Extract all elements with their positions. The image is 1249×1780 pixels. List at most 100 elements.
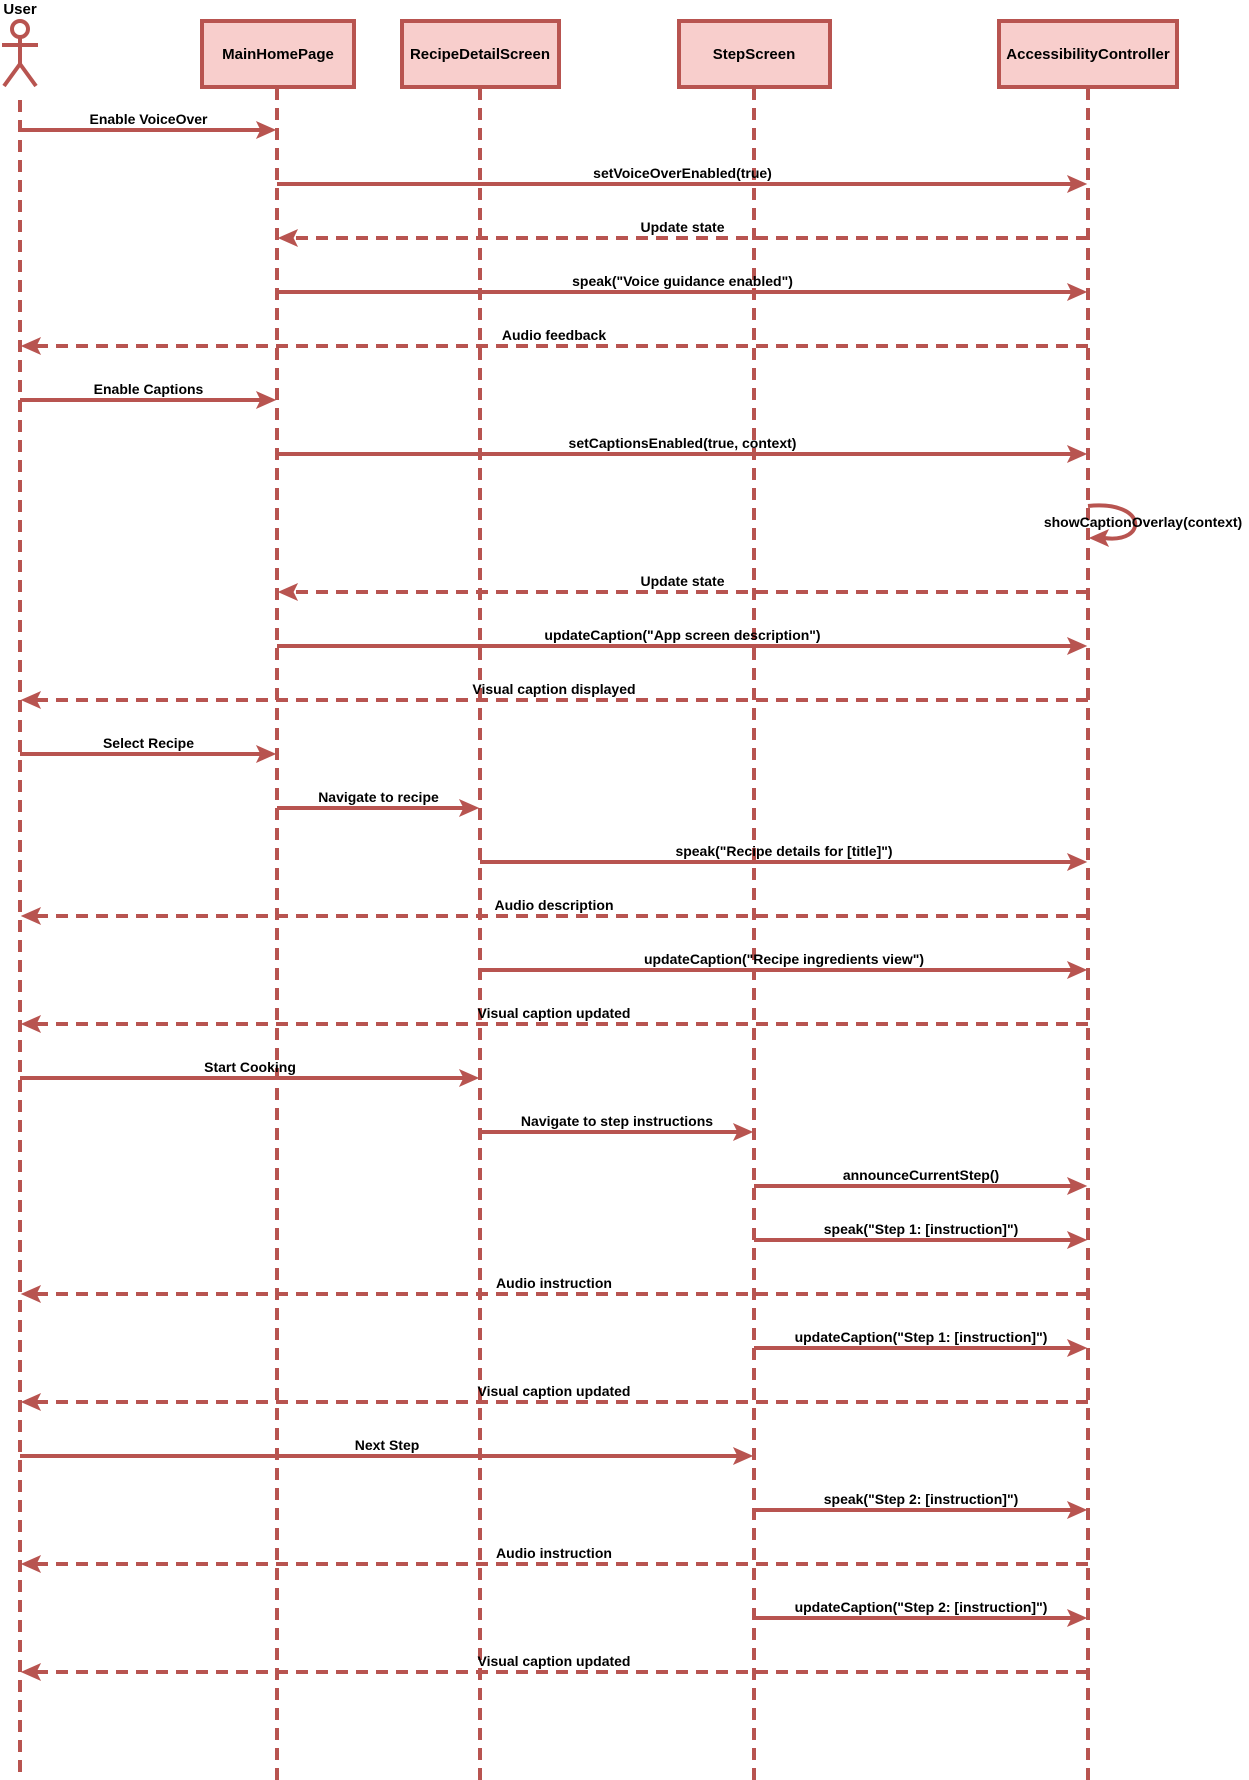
arrowhead-icon: [1066, 1176, 1088, 1196]
message-label: Audio description: [495, 897, 614, 913]
arrowhead-icon: [20, 1554, 42, 1574]
message-label: showCaptionOverlay(context): [1044, 514, 1242, 530]
arrowhead-icon: [1066, 174, 1088, 194]
arrowhead-icon: [277, 582, 299, 602]
message-20-announcecurrentstep: announceCurrentStep(): [754, 1167, 1088, 1196]
participant-accessibility-controller: AccessibilityController: [997, 19, 1179, 89]
arrowhead-icon: [255, 390, 277, 410]
message-label: Audio instruction: [496, 1275, 612, 1291]
actor-label: User: [3, 1, 37, 18]
arrowhead-icon: [458, 798, 480, 818]
participant-label: RecipeDetailScreen: [410, 46, 550, 63]
message-label: updateCaption("Step 2: [instruction]"): [795, 1599, 1048, 1615]
message-25-next-step: Next Step: [20, 1437, 754, 1466]
message-14-speak-recipe-details-for-title: speak("Recipe details for [title]"): [480, 843, 1088, 872]
message-label: Visual caption updated: [478, 1383, 631, 1399]
arrowhead-icon: [1066, 1500, 1088, 1520]
message-18-start-cooking: Start Cooking: [20, 1059, 480, 1088]
actor-user: User: [2, 1, 38, 88]
message-label: Navigate to step instructions: [521, 1113, 713, 1129]
message-17-visual-caption-updated: Visual caption updated: [20, 1005, 1088, 1034]
message-label: Select Recipe: [103, 735, 194, 751]
arrowhead-icon: [255, 120, 277, 140]
actor-stick-figure-icon: [2, 19, 38, 88]
arrowhead-icon: [732, 1446, 754, 1466]
message-3-update-state: Update state: [277, 219, 1088, 248]
message-11-visual-caption-displayed: Visual caption displayed: [20, 681, 1088, 710]
arrowhead-icon: [277, 228, 299, 248]
message-12-select-recipe: Select Recipe: [20, 735, 277, 764]
message-26-speak-step-2-instruction: speak("Step 2: [instruction]"): [754, 1491, 1088, 1520]
message-label: speak("Recipe details for [title]"): [675, 843, 892, 859]
message-label: Update state: [640, 573, 724, 589]
message-label: Audio instruction: [496, 1545, 612, 1561]
message-1-enable-voiceover: Enable VoiceOver: [20, 111, 277, 140]
message-27-audio-instruction: Audio instruction: [20, 1545, 1088, 1574]
message-label: Audio feedback: [502, 327, 606, 343]
participant-recipe-detail-screen: RecipeDetailScreen: [400, 19, 561, 89]
message-label: speak("Step 2: [instruction]"): [824, 1491, 1019, 1507]
participant-label: AccessibilityController: [1006, 46, 1170, 63]
message-label: Visual caption displayed: [472, 681, 635, 697]
participant-label: StepScreen: [713, 46, 796, 63]
message-5-audio-feedback: Audio feedback: [20, 327, 1088, 356]
message-28-updatecaption-step-2-instruction: updateCaption("Step 2: [instruction]"): [754, 1599, 1088, 1628]
message-label: Update state: [640, 219, 724, 235]
message-label: announceCurrentStep(): [843, 1167, 999, 1183]
message-label: updateCaption("Step 1: [instruction]"): [795, 1329, 1048, 1345]
message-label: Start Cooking: [204, 1059, 296, 1075]
message-label: updateCaption("Recipe ingredients view"): [644, 951, 924, 967]
self-call-arrow: [1087, 503, 1138, 541]
message-label: speak("Step 1: [instruction]"): [824, 1221, 1019, 1237]
message-29-visual-caption-updated: Visual caption updated: [20, 1653, 1088, 1682]
message-24-visual-caption-updated: Visual caption updated: [20, 1383, 1088, 1412]
message-2-setvoiceoverenabled-true: setVoiceOverEnabled(true): [277, 165, 1088, 194]
arrowhead-icon: [255, 744, 277, 764]
arrowhead-icon: [20, 1662, 42, 1682]
arrowhead-icon: [20, 336, 42, 356]
participant-main-home-page: MainHomePage: [200, 19, 356, 89]
message-23-updatecaption-step-1-instruction: updateCaption("Step 1: [instruction]"): [754, 1329, 1088, 1358]
arrowhead-icon: [1066, 1608, 1088, 1628]
arrowhead-icon: [458, 1068, 480, 1088]
message-7-setcaptionsenabled-true-context: setCaptionsEnabled(true, context): [277, 435, 1088, 464]
message-8-showcaptionoverlay-context: showCaptionOverlay(context): [1044, 503, 1242, 548]
participant-step-screen: StepScreen: [677, 19, 832, 89]
arrowhead-icon: [20, 1392, 42, 1412]
message-label: Enable Captions: [94, 381, 204, 397]
message-label: Navigate to recipe: [318, 789, 439, 805]
arrowhead-icon: [1066, 636, 1088, 656]
arrowhead-icon: [1066, 960, 1088, 980]
message-21-speak-step-1-instruction: speak("Step 1: [instruction]"): [754, 1221, 1088, 1250]
arrowhead-icon: [20, 690, 42, 710]
arrowhead-icon: [1088, 528, 1110, 548]
participant-label: MainHomePage: [222, 46, 334, 63]
message-label: Enable VoiceOver: [89, 111, 208, 127]
arrowhead-icon: [1066, 282, 1088, 302]
message-label: Next Step: [355, 1437, 420, 1453]
message-19-navigate-to-step-instructions: Navigate to step instructions: [480, 1113, 754, 1142]
message-label: Visual caption updated: [478, 1005, 631, 1021]
message-label: updateCaption("App screen description"): [544, 627, 820, 643]
arrowhead-icon: [1066, 1338, 1088, 1358]
message-15-audio-description: Audio description: [20, 897, 1088, 926]
arrowhead-icon: [20, 906, 42, 926]
arrowhead-icon: [1066, 444, 1088, 464]
message-22-audio-instruction: Audio instruction: [20, 1275, 1088, 1304]
arrowhead-icon: [20, 1284, 42, 1304]
arrowhead-icon: [732, 1122, 754, 1142]
message-9-update-state: Update state: [277, 573, 1088, 602]
message-4-speak-voice-guidance-enabled: speak("Voice guidance enabled"): [277, 273, 1088, 302]
arrowhead-icon: [1066, 1230, 1088, 1250]
message-16-updatecaption-recipe-ingredients-view: updateCaption("Recipe ingredients view"): [480, 951, 1088, 980]
message-label: Visual caption updated: [478, 1653, 631, 1669]
message-10-updatecaption-app-screen-description: updateCaption("App screen description"): [277, 627, 1088, 656]
message-label: setCaptionsEnabled(true, context): [569, 435, 797, 451]
message-label: setVoiceOverEnabled(true): [593, 165, 772, 181]
arrowhead-icon: [20, 1014, 42, 1034]
message-label: speak("Voice guidance enabled"): [572, 273, 793, 289]
message-13-navigate-to-recipe: Navigate to recipe: [277, 789, 480, 818]
arrowhead-icon: [1066, 852, 1088, 872]
message-6-enable-captions: Enable Captions: [20, 381, 277, 410]
